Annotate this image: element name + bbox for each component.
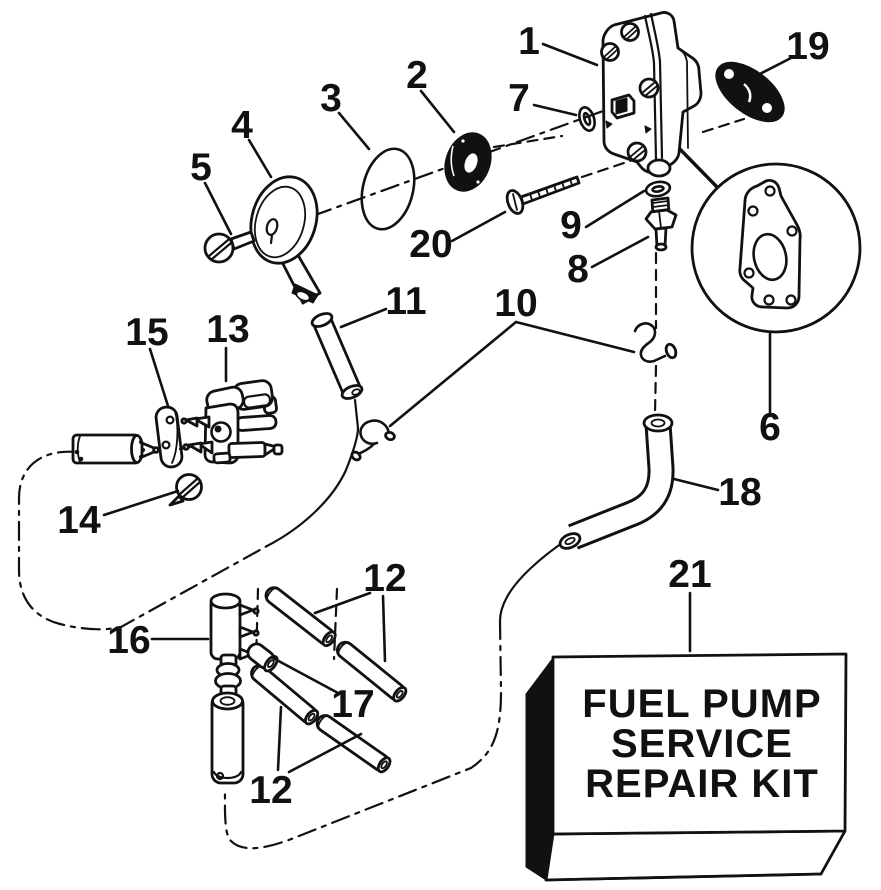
- callout-9: 9: [560, 204, 582, 247]
- pump-outlet-boss: [646, 158, 672, 178]
- pump-screw-head: [620, 22, 640, 42]
- inline-filter: [71, 433, 160, 465]
- drop-axis-line: [653, 251, 658, 415]
- pump-cover: [249, 175, 322, 305]
- callout-7: 7: [508, 77, 530, 120]
- callout-1: 1: [518, 20, 540, 63]
- callout-8: 8: [567, 248, 589, 291]
- callout-19: 19: [786, 25, 829, 68]
- callout-13: 13: [206, 308, 249, 351]
- valve-assembly: [180, 379, 284, 465]
- callout-4: 4: [231, 104, 253, 147]
- callout-10: 10: [494, 282, 537, 325]
- pump-inlet-nipple: [610, 93, 636, 120]
- callout-11: 11: [385, 280, 426, 323]
- callout-3: 3: [320, 77, 342, 120]
- fuel-tube: [264, 586, 337, 648]
- diaphragm: [444, 132, 492, 192]
- callout-18: 18: [718, 471, 761, 514]
- gasket-plate: [154, 405, 192, 469]
- gasket-detail-circle: [670, 139, 862, 334]
- fuel-line-right: [223, 539, 567, 850]
- hose-hook-clip: [633, 322, 678, 363]
- callout-6: 6: [759, 406, 781, 449]
- fuel-tube: [250, 664, 320, 726]
- fuel-pump-body: [600, 11, 703, 178]
- callout-12-upper: 12: [363, 557, 406, 600]
- kit-box-text-line2: SERVICE: [611, 722, 793, 766]
- callout-20: 20: [409, 223, 452, 266]
- callout-15: 15: [125, 311, 168, 354]
- pump-screw-head: [638, 77, 660, 99]
- kit-box-text-line1: FUEL PUMP: [582, 682, 821, 726]
- callout-leader-lines: [102, 42, 793, 774]
- fuel-hose-short: [310, 312, 364, 400]
- check-valve-fitting: [644, 196, 678, 252]
- long-screw: [505, 175, 581, 215]
- pump-screw-head: [600, 42, 620, 62]
- callout-12-lower: 12: [249, 769, 292, 812]
- fuel-tube: [335, 640, 408, 703]
- callout-labels: 1 2 3 4 5 6 7 8 9 10 11 12 12 13 14 15 1…: [57, 20, 829, 812]
- elbow-hose: [558, 413, 675, 550]
- callout-5: 5: [190, 146, 212, 189]
- callout-17: 17: [331, 683, 374, 726]
- o-ring-small: [644, 180, 672, 198]
- washer: [578, 106, 596, 132]
- fuel-line-clip: [350, 419, 396, 462]
- callout-16: 16: [107, 619, 150, 662]
- pump-screw-head: [626, 141, 648, 163]
- callout-2: 2: [406, 54, 428, 97]
- callout-14: 14: [57, 499, 101, 542]
- o-ring-large: [360, 147, 416, 231]
- mount-gasket: [738, 179, 802, 310]
- connector-sleeve: [246, 642, 279, 673]
- callout-21: 21: [668, 553, 711, 596]
- screen-plate: [715, 61, 785, 123]
- fuel-line-left: [17, 398, 360, 631]
- kit-box: FUEL PUMP SERVICE REPAIR KIT: [525, 652, 848, 882]
- cover-screw: [203, 230, 256, 264]
- filter-screw: [168, 473, 203, 507]
- kit-box-text-line3: REPAIR KIT: [585, 762, 819, 806]
- primer-manifold: [209, 587, 339, 785]
